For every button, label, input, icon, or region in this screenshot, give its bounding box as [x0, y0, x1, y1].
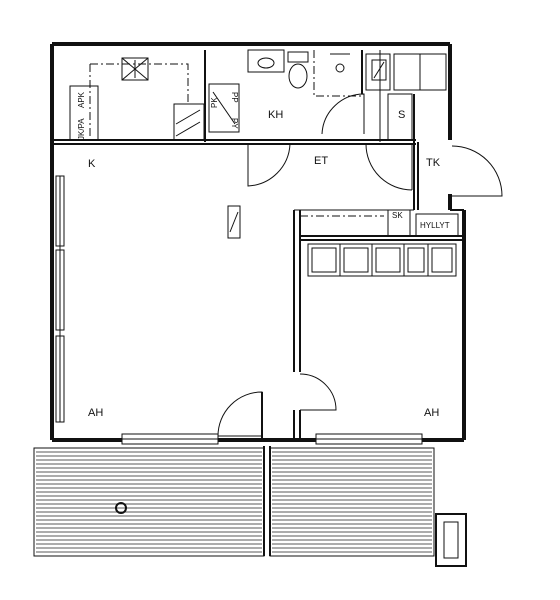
room-label-entrance-hall: ET — [314, 155, 328, 167]
room-label-sauna: S — [398, 109, 405, 121]
bedroom-wardrobes — [307, 243, 457, 277]
interior-walls — [52, 50, 464, 440]
washer-label: PP — [230, 92, 239, 103]
planter — [435, 513, 467, 567]
left-windows — [55, 175, 65, 423]
shelf-label: HYLLYT — [420, 221, 450, 230]
outer-walls — [50, 42, 466, 442]
dishwasher-label: APK — [77, 91, 86, 108]
sauna-fixtures — [365, 53, 447, 141]
fridge-freezer-label: JK/PA — [77, 118, 86, 140]
bathroom-fixtures — [208, 49, 362, 133]
cabinet-label: PY — [230, 118, 239, 129]
room-label-kitchen: K — [88, 158, 96, 170]
kitchen-counter — [69, 57, 205, 141]
balcony-deck — [36, 451, 432, 553]
dryer-label: PK — [210, 97, 219, 108]
balcony-frame — [33, 446, 467, 567]
room-label-bedroom: AH — [424, 407, 439, 419]
room-label-bathroom: KH — [268, 109, 283, 121]
floor-drain — [115, 502, 127, 514]
room-label-wardrobe: TK — [426, 157, 441, 169]
electrical-panel-label: SK — [392, 211, 403, 220]
bottom-windows — [121, 433, 423, 445]
room-label-living-room: AH — [88, 407, 103, 419]
living-room-cabinet — [227, 205, 241, 239]
doors — [217, 93, 503, 440]
hall-closet — [300, 209, 459, 237]
